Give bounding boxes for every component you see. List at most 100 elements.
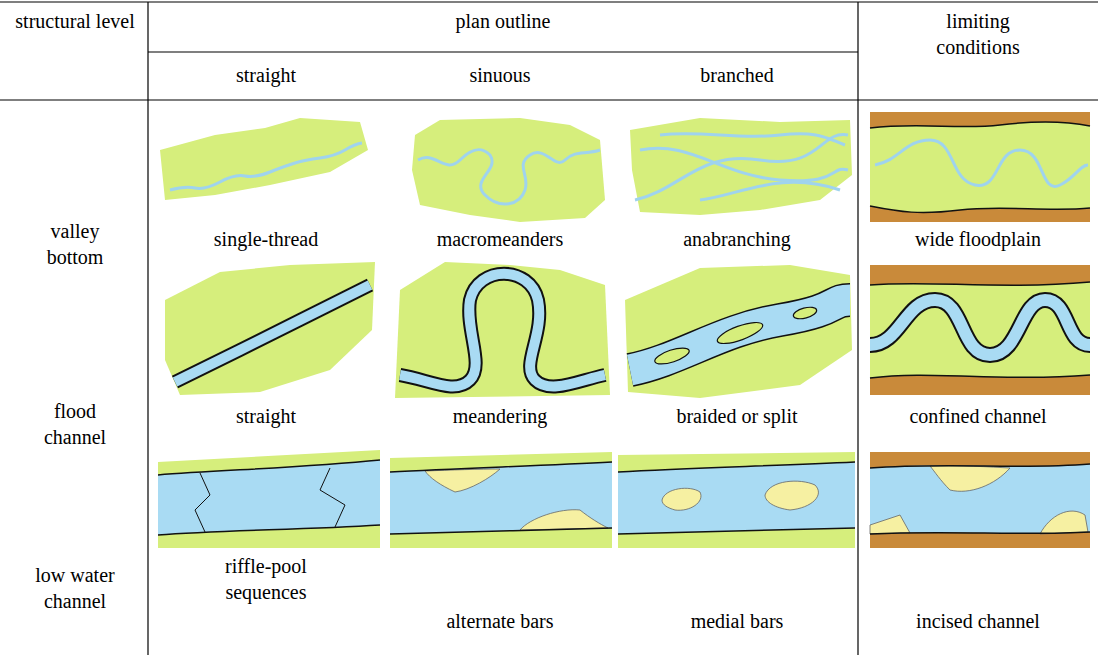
incised-channel-sketch <box>870 532 1090 534</box>
wide-floodplain-sketch <box>870 122 1090 212</box>
alternate-bars-sketch <box>390 462 612 534</box>
medial-bars-sketch <box>618 462 855 534</box>
braided-channel-sketch <box>653 345 691 368</box>
braided-channel-sketch <box>792 305 818 321</box>
table-rule <box>148 51 858 52</box>
alternate-bars-sketch <box>390 452 612 548</box>
medial-bars-sketch <box>662 488 701 510</box>
alternate-bars-sketch <box>425 469 500 492</box>
row-header: flood channel <box>25 398 125 450</box>
anabranching-sketch <box>660 134 845 145</box>
straight-channel-sketch <box>175 285 370 382</box>
table-rule <box>0 1 1098 2</box>
alternate-bars-sketch <box>425 469 608 530</box>
confined-channel-sketch <box>870 375 1090 378</box>
cell-caption: single-thread <box>161 226 371 252</box>
alternate-bars-sketch <box>390 462 612 534</box>
incised-channel-sketch <box>870 464 1090 468</box>
alternate-bars-sketch <box>390 462 612 472</box>
braided-channel-sketch <box>625 265 852 398</box>
braided-channel-sketch <box>630 300 850 370</box>
riffle-pool-sketch <box>158 525 380 535</box>
medial-bars-sketch <box>765 481 818 510</box>
cell-caption: meandering <box>395 403 605 429</box>
straight-channel-sketch <box>175 285 370 382</box>
medial-bars-sketch <box>618 452 855 548</box>
cell-caption: straight <box>161 403 371 429</box>
braided-channel-sketch <box>625 265 852 398</box>
meandering-channel-sketch <box>395 262 610 398</box>
single-thread-sketch <box>170 143 362 190</box>
medial-bars-sketch <box>618 462 855 534</box>
confined-channel-sketch <box>870 265 1090 395</box>
medial-bars-sketch <box>662 481 818 510</box>
confined-channel-sketch <box>870 265 1090 395</box>
riffle-pool-sketch <box>195 468 345 532</box>
macromeanders-sketch <box>412 118 605 222</box>
confined-channel-sketch <box>870 300 1090 355</box>
table-rule <box>0 99 1098 100</box>
riffle-pool-sketch <box>158 460 380 535</box>
column-header: straight <box>191 62 341 88</box>
macromeanders-sketch <box>418 150 600 205</box>
table-rule <box>147 2 148 655</box>
single-thread-sketch <box>160 118 368 200</box>
incised-channel-sketch <box>870 464 1090 534</box>
column-header: structural level <box>15 8 135 34</box>
confined-channel-sketch <box>870 282 1090 378</box>
wide-floodplain-sketch <box>870 112 1090 222</box>
cell-caption: confined channel <box>873 403 1083 429</box>
macromeanders-sketch <box>412 118 605 222</box>
incised-channel-sketch <box>870 464 1090 534</box>
row-header: low water channel <box>20 562 130 614</box>
cell-caption: wide floodplain <box>873 226 1083 252</box>
riffle-pool-sketch <box>158 460 380 535</box>
wide-floodplain-sketch <box>870 206 1090 213</box>
incised-channel-sketch <box>870 452 1090 548</box>
braided-channel-sketch <box>653 305 818 367</box>
incised-channel-sketch <box>870 452 1090 548</box>
medial-bars-sketch <box>618 452 855 548</box>
alternate-bars-sketch <box>390 528 612 534</box>
incised-channel-sketch <box>870 515 910 534</box>
braided-channel-sketch <box>630 300 850 370</box>
wide-floodplain-sketch <box>870 122 1090 212</box>
incised-channel-sketch <box>930 466 1010 492</box>
meandering-channel-sketch <box>400 274 605 387</box>
row-header: valley bottom <box>25 218 125 270</box>
medial-bars-sketch <box>618 462 855 472</box>
incised-channel-sketch <box>1040 511 1088 534</box>
column-header: plan outline <box>403 8 603 34</box>
straight-channel-sketch <box>165 262 375 395</box>
cell-caption: anabranching <box>632 226 842 252</box>
table-rule <box>857 2 858 655</box>
cell-caption: riffle-pool sequences <box>201 553 331 605</box>
braided-channel-sketch <box>715 318 765 348</box>
riffle-pool-sketch <box>320 468 345 527</box>
straight-channel-sketch <box>165 262 375 395</box>
meandering-channel-sketch <box>395 262 610 398</box>
anabranching-sketch <box>630 118 852 215</box>
cell-caption: medial bars <box>632 608 842 634</box>
column-header: sinuous <box>425 62 575 88</box>
riffle-pool-sketch <box>158 450 380 548</box>
anabranching-sketch <box>635 135 848 200</box>
cell-caption: braided or split <box>632 403 842 429</box>
confined-channel-sketch <box>870 282 1090 378</box>
cell-caption: macromeanders <box>395 226 605 252</box>
riffle-pool-sketch <box>195 473 210 532</box>
alternate-bars-sketch <box>390 452 612 548</box>
riffle-pool-sketch <box>158 450 380 548</box>
column-header: branched <box>662 62 812 88</box>
alternate-bars-sketch <box>520 510 608 530</box>
anabranching-sketch <box>635 134 848 200</box>
medial-bars-sketch <box>618 528 855 534</box>
wide-floodplain-sketch <box>870 112 1090 222</box>
riffle-pool-sketch <box>158 460 380 475</box>
incised-channel-sketch <box>870 466 1088 534</box>
meandering-channel-sketch <box>400 274 605 387</box>
wide-floodplain-sketch <box>875 140 1088 186</box>
